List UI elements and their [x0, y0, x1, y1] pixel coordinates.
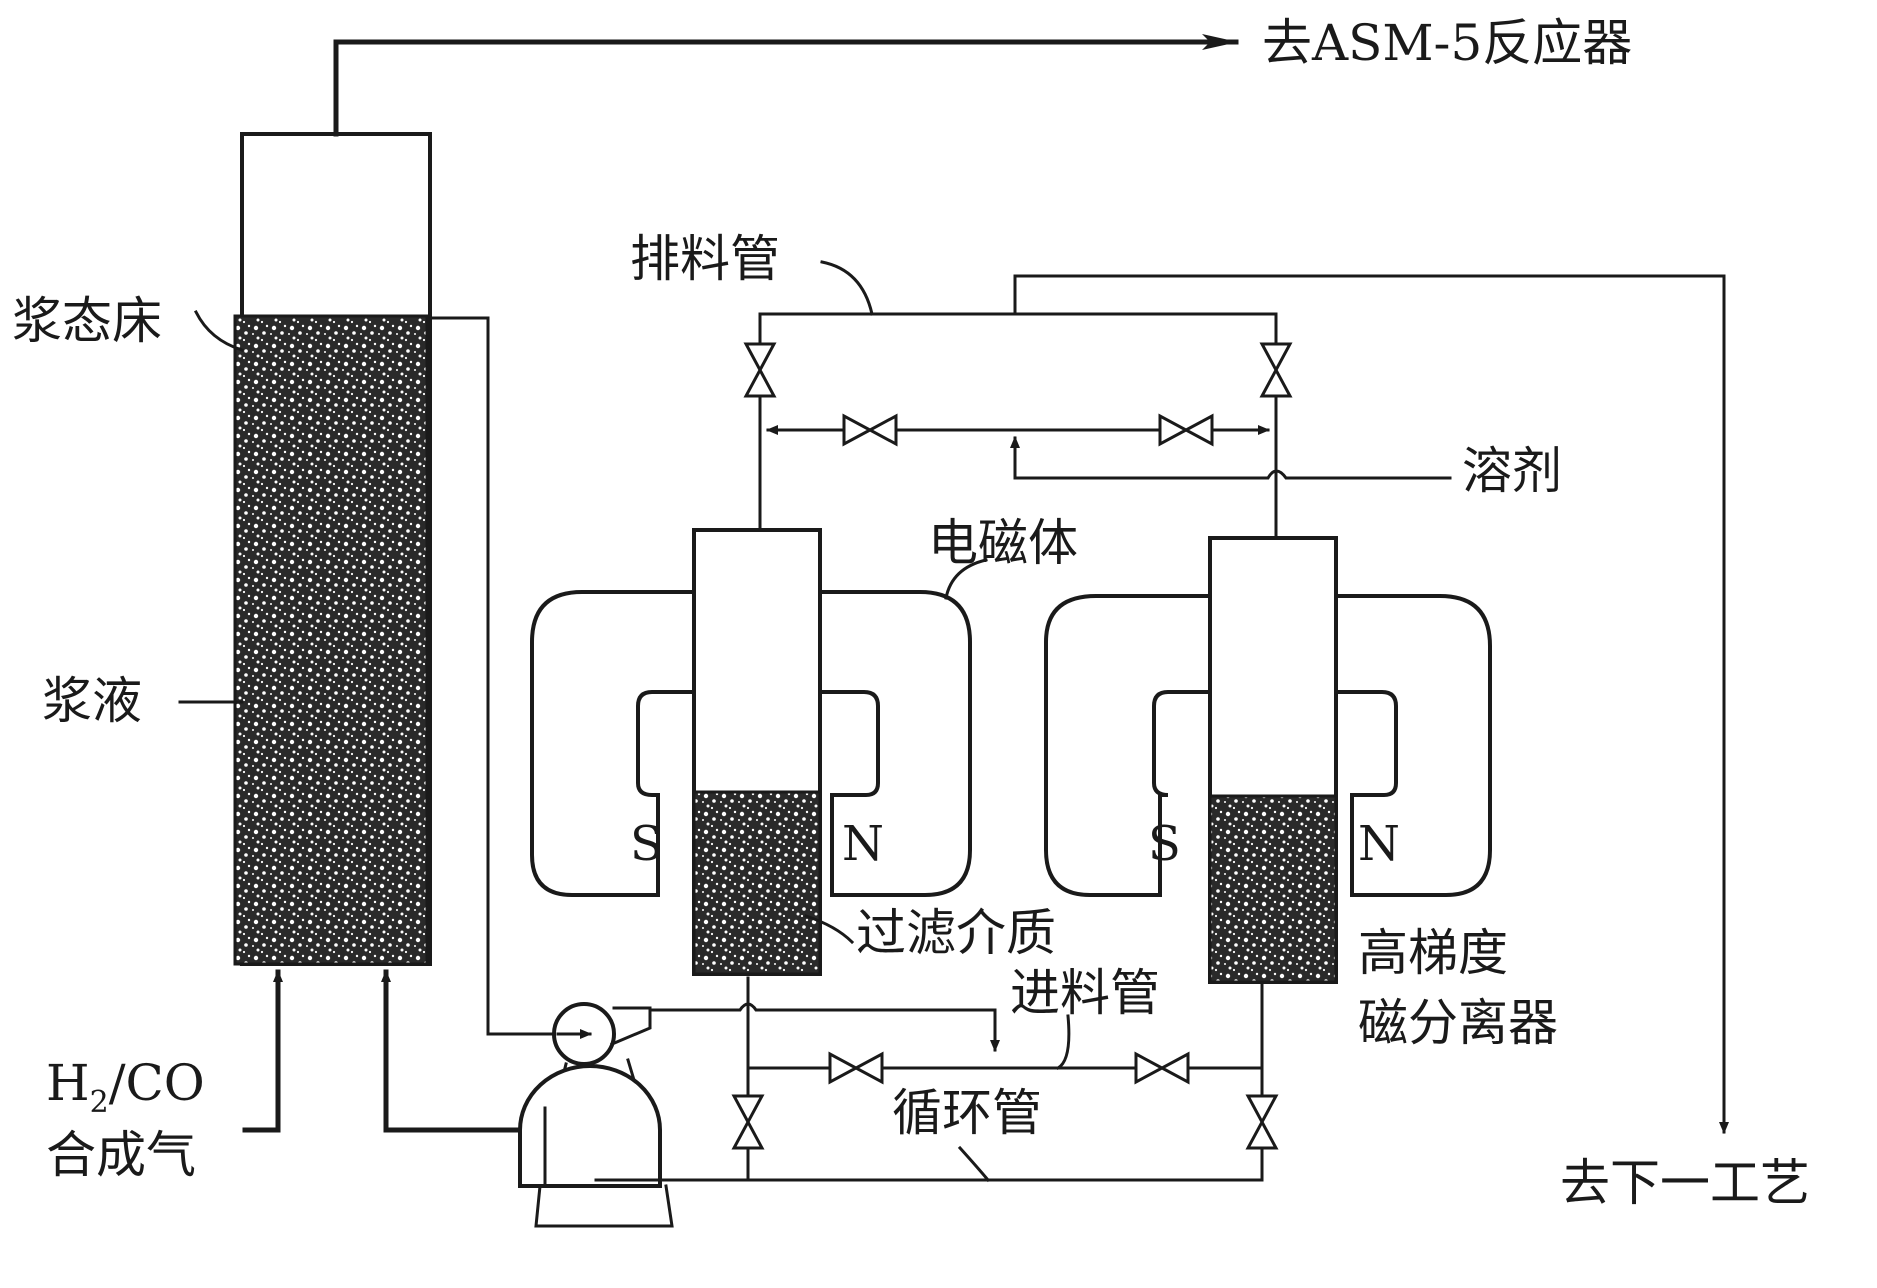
right-electromagnet: S N — [1044, 594, 1492, 897]
valve-solvent-left — [842, 413, 898, 447]
syngas-inlet-line — [242, 969, 283, 1133]
label-to-reactor: 去ASM-5反应器 — [1262, 14, 1632, 72]
left-filter-media — [692, 790, 822, 976]
solvent-feed-line — [1010, 436, 1452, 480]
south-pole-label-right: S — [1148, 816, 1181, 872]
left-electromagnet: S N — [530, 590, 972, 897]
right-separator-column — [1208, 536, 1338, 984]
valve-discharge-left — [743, 342, 777, 398]
label-feed-pipe: 进料管 — [1010, 964, 1160, 1022]
valve-cross-left — [828, 1051, 884, 1085]
large-pump — [518, 1064, 674, 1228]
label-syngas-line1: H2/CO — [46, 1054, 205, 1120]
leader-discharge-pipe — [820, 260, 874, 316]
label-separator-line2: 磁分离器 — [1358, 994, 1558, 1052]
valve-solvent-right — [1158, 413, 1214, 447]
feed-header-line — [648, 1002, 1000, 1052]
slurry-draw-line — [427, 316, 576, 1036]
valve-circulation-right — [1245, 1094, 1279, 1150]
leader-electromagnet — [944, 558, 988, 600]
south-pole-label-left: S — [630, 816, 663, 872]
leader-filter-media — [804, 914, 855, 945]
valve-cross-right — [1134, 1051, 1190, 1085]
leader-feed-pipe — [1055, 1014, 1071, 1071]
discharge-header-line — [758, 312, 1278, 540]
valve-circulation-left — [731, 1094, 765, 1150]
label-syngas-subscript: 2 — [90, 1085, 109, 1120]
reactor-outlet-line — [333, 34, 1239, 137]
label-electromagnet: 电磁体 — [928, 514, 1078, 572]
discharge-outlet-line — [1013, 274, 1729, 1134]
label-syngas-co: /CO — [109, 1054, 205, 1112]
label-discharge-pipe: 排料管 — [630, 230, 780, 288]
label-separator-line1: 高梯度 — [1358, 924, 1508, 982]
left-separator-column — [692, 528, 822, 976]
label-syngas-h: H — [46, 1054, 90, 1112]
label-slurry-bed: 浆态床 — [12, 292, 162, 350]
slurry-fill — [233, 314, 429, 966]
label-circulation-pipe: 循环管 — [892, 1084, 1042, 1142]
slurry-bed-column — [233, 132, 432, 966]
leader-circulation-pipe — [957, 1145, 991, 1183]
label-filter-media: 过滤介质 — [856, 904, 1056, 962]
valve-discharge-right — [1259, 342, 1293, 398]
label-to-next-process: 去下一工艺 — [1560, 1154, 1810, 1212]
label-slurry: 浆液 — [42, 672, 142, 730]
slurry-return-line — [381, 969, 548, 1133]
north-pole-label-left: N — [842, 816, 884, 872]
leader-slurry-bed — [193, 309, 244, 352]
right-filter-media — [1208, 794, 1338, 984]
north-pole-label-right: N — [1358, 816, 1400, 872]
circulation-line — [594, 970, 1264, 1182]
label-syngas-line2: 合成气 — [46, 1126, 196, 1184]
label-solvent: 溶剂 — [1462, 442, 1562, 500]
